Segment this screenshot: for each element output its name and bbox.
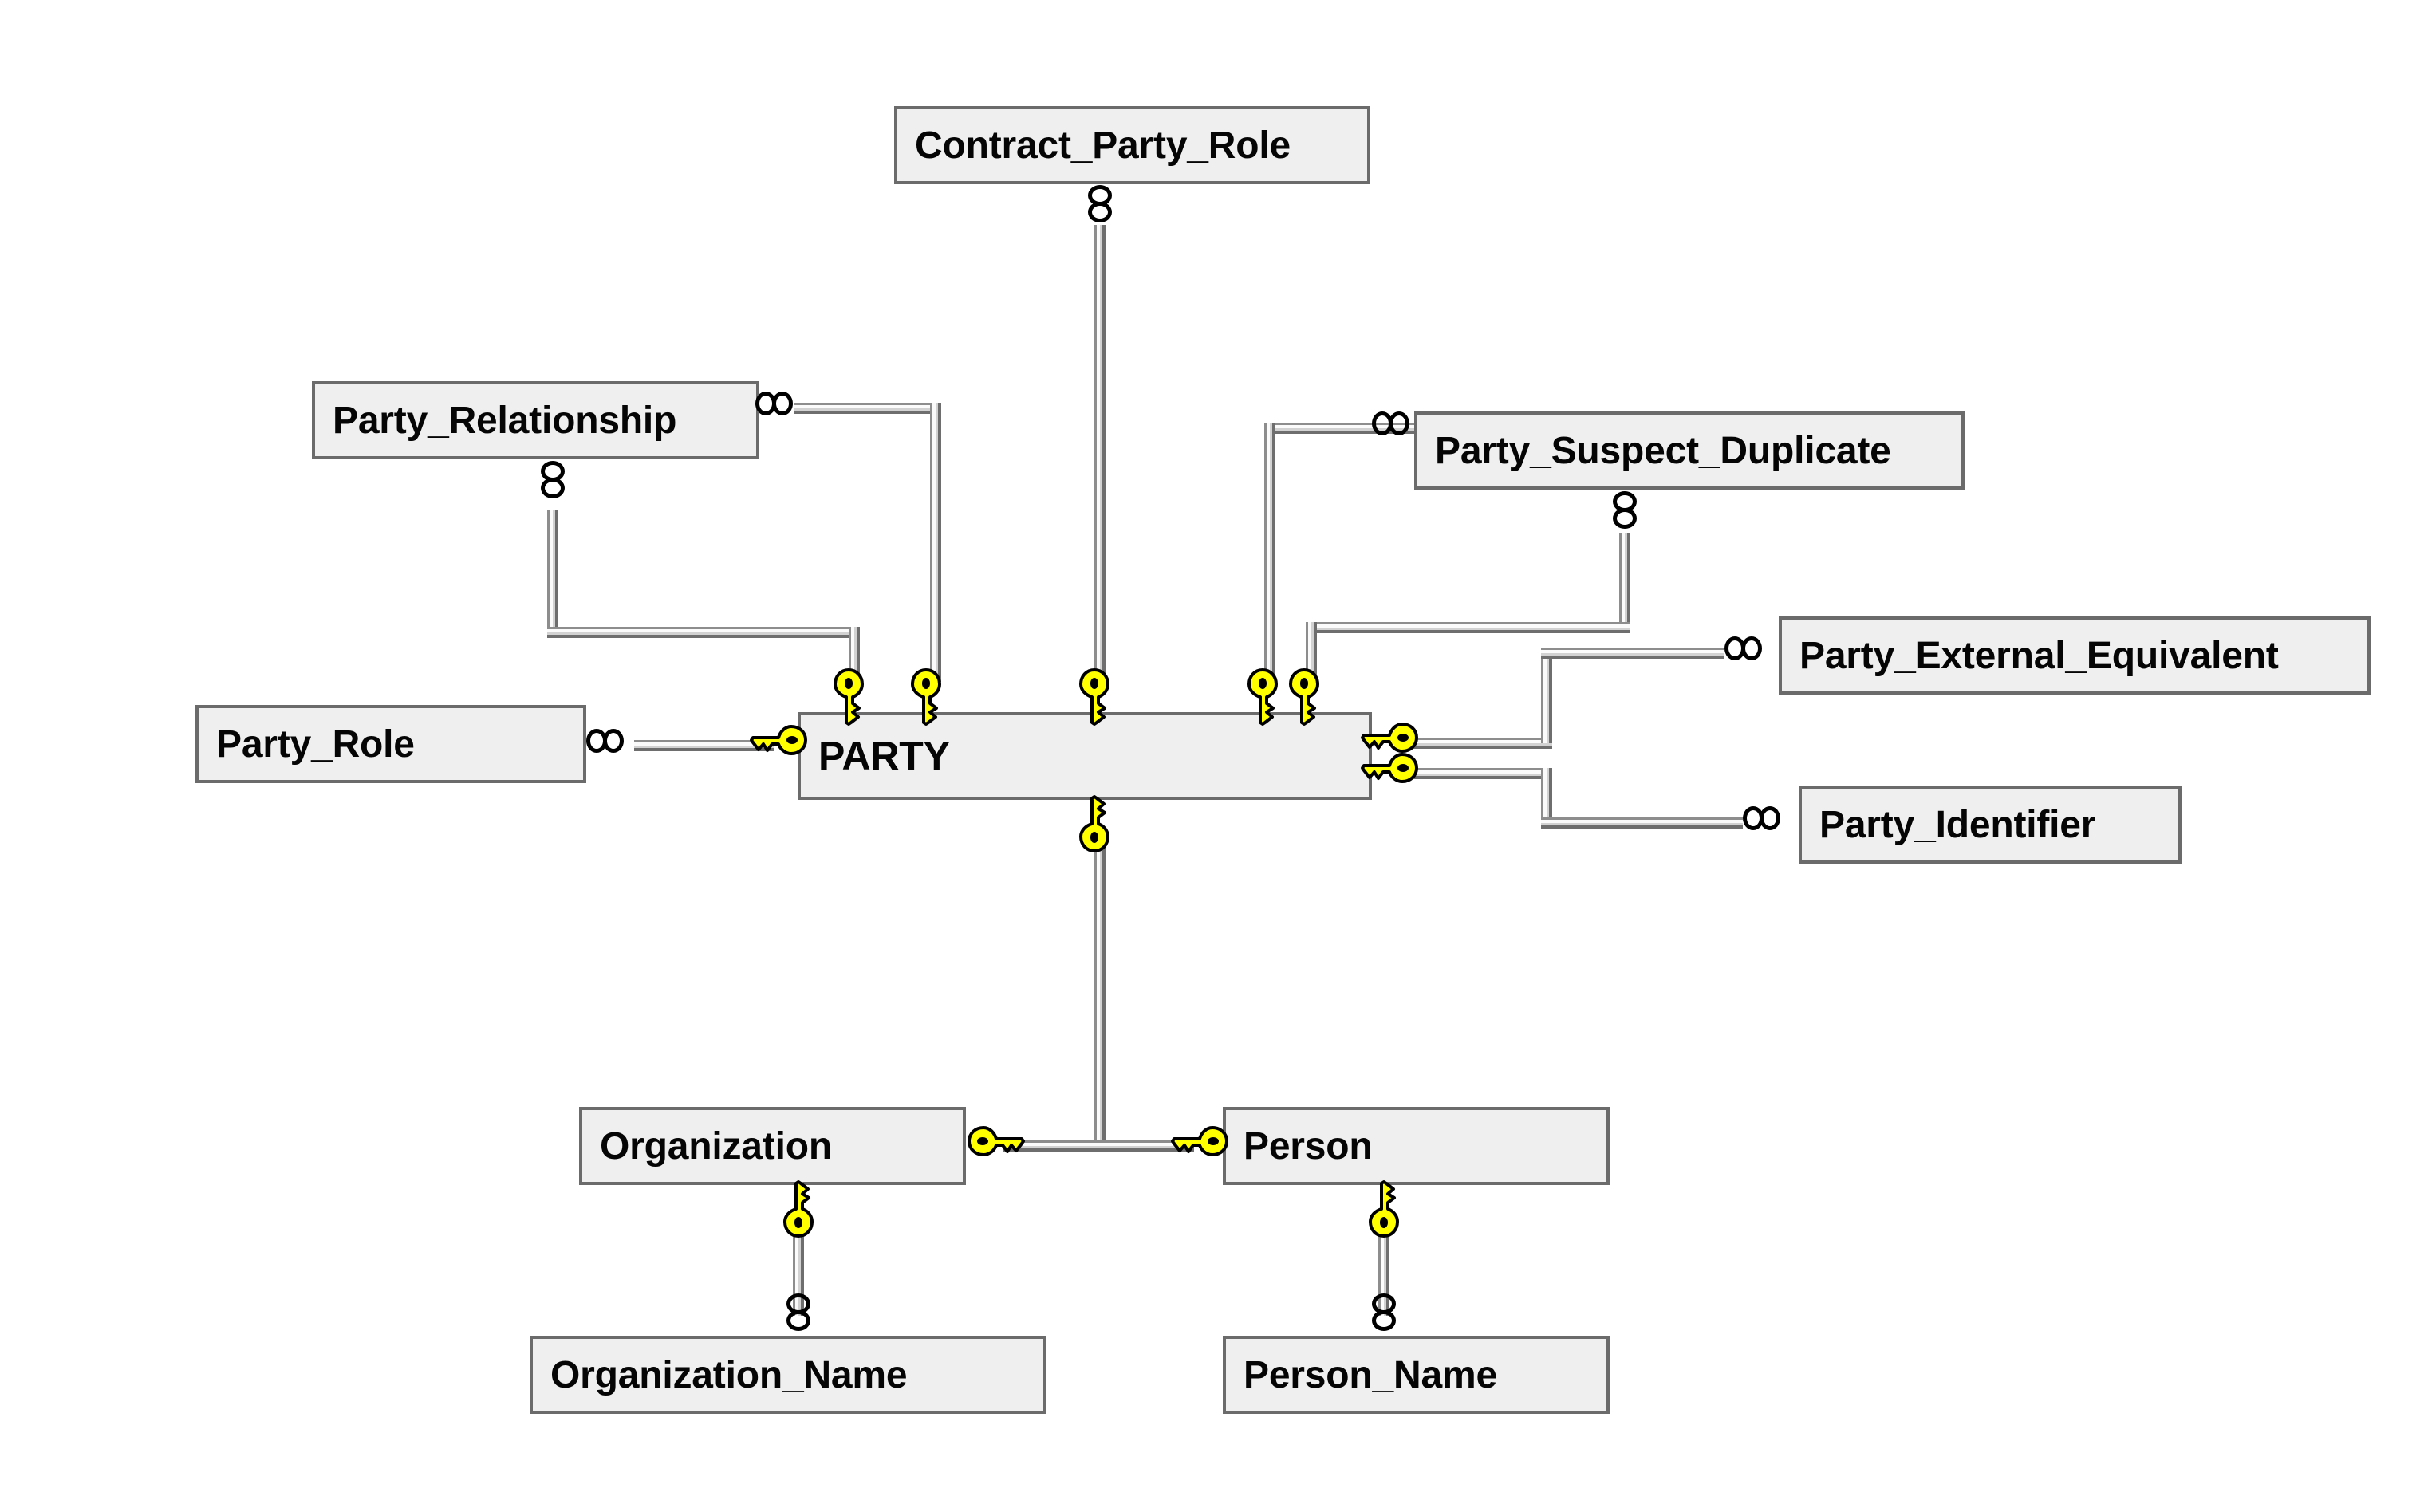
entity-label: Organization_Name <box>550 1353 908 1396</box>
connector-party-external-equivalent-horizontal-inner <box>1394 738 1552 749</box>
entity-label: Party_Relationship <box>333 399 677 442</box>
connector-contract-party-role <box>1094 225 1106 679</box>
connector-person-horizontal <box>1094 1140 1194 1152</box>
entity-organization-name[interactable]: Organization_Name <box>530 1336 1046 1414</box>
connector-party-relationship-a-horizontal <box>547 627 860 638</box>
key-icon <box>1246 668 1279 726</box>
connector-party-suspect-duplicate-a-vertical <box>1264 423 1275 682</box>
key-icon <box>832 668 865 726</box>
connector-party-relationship-b-vertical <box>930 403 941 682</box>
connector-party-identifier-horizontal-inner <box>1394 768 1552 779</box>
connector-party-relationship-a-vertical-left <box>547 510 558 632</box>
entity-label: Contract_Party_Role <box>915 124 1291 167</box>
entity-person[interactable]: Person <box>1223 1107 1610 1185</box>
entity-label: Person_Name <box>1244 1353 1497 1396</box>
entity-party-identifier[interactable]: Party_Identifier <box>1799 786 2182 864</box>
connector-organization-horizontal <box>1003 1140 1103 1152</box>
entity-party-suspect-duplicate[interactable]: Party_Suspect_Duplicate <box>1414 411 1965 490</box>
entity-label: Party_Role <box>216 723 415 766</box>
connector-party-identifier-vertical <box>1541 768 1552 817</box>
key-icon <box>1078 668 1111 726</box>
connector-party-suspect-duplicate-b-vertical-right <box>1619 533 1630 632</box>
entity-label: Organization <box>600 1124 832 1167</box>
entity-party-role[interactable]: Party_Role <box>195 705 586 783</box>
connector-party-suspect-duplicate-b-vertical-left <box>1306 622 1317 682</box>
key-icon <box>909 668 943 726</box>
entity-organization[interactable]: Organization <box>579 1107 966 1185</box>
entity-label: Person <box>1244 1124 1373 1167</box>
connector-party-external-equivalent-vertical <box>1541 648 1552 743</box>
entity-party[interactable]: PARTY <box>798 712 1372 800</box>
connector-party-external-equivalent-horizontal-outer <box>1541 648 1724 659</box>
key-icon <box>1171 1124 1228 1158</box>
key-icon <box>1367 1180 1401 1238</box>
entity-contract-party-role[interactable]: Contract_Party_Role <box>894 106 1370 184</box>
entity-label: Party_External_Equivalent <box>1799 634 2279 677</box>
key-icon <box>782 1180 815 1238</box>
key-icon <box>750 723 807 757</box>
key-icon <box>1078 795 1111 852</box>
connector-party-relationship-b-horizontal-top <box>794 403 941 414</box>
connector-party-suspect-duplicate-b-horizontal <box>1306 622 1630 633</box>
key-icon <box>1287 668 1321 726</box>
connector-party-role-horizontal <box>634 740 774 751</box>
entity-label: Party_Identifier <box>1819 803 2096 846</box>
connector-party-identifier-horizontal-outer <box>1541 817 1743 829</box>
entity-party-relationship[interactable]: Party_Relationship <box>312 381 759 459</box>
entity-label: Party_Suspect_Duplicate <box>1435 429 1891 472</box>
key-icon <box>1361 751 1418 785</box>
key-icon <box>968 1124 1025 1158</box>
connector-party-relationship-a-vertical-right <box>849 627 860 681</box>
entity-party-external-equivalent[interactable]: Party_External_Equivalent <box>1779 616 2371 695</box>
connector-party-bottom-vertical <box>1094 832 1106 1147</box>
entity-person-name[interactable]: Person_Name <box>1223 1336 1610 1414</box>
entity-label: PARTY <box>818 734 950 778</box>
key-icon <box>1361 721 1418 754</box>
